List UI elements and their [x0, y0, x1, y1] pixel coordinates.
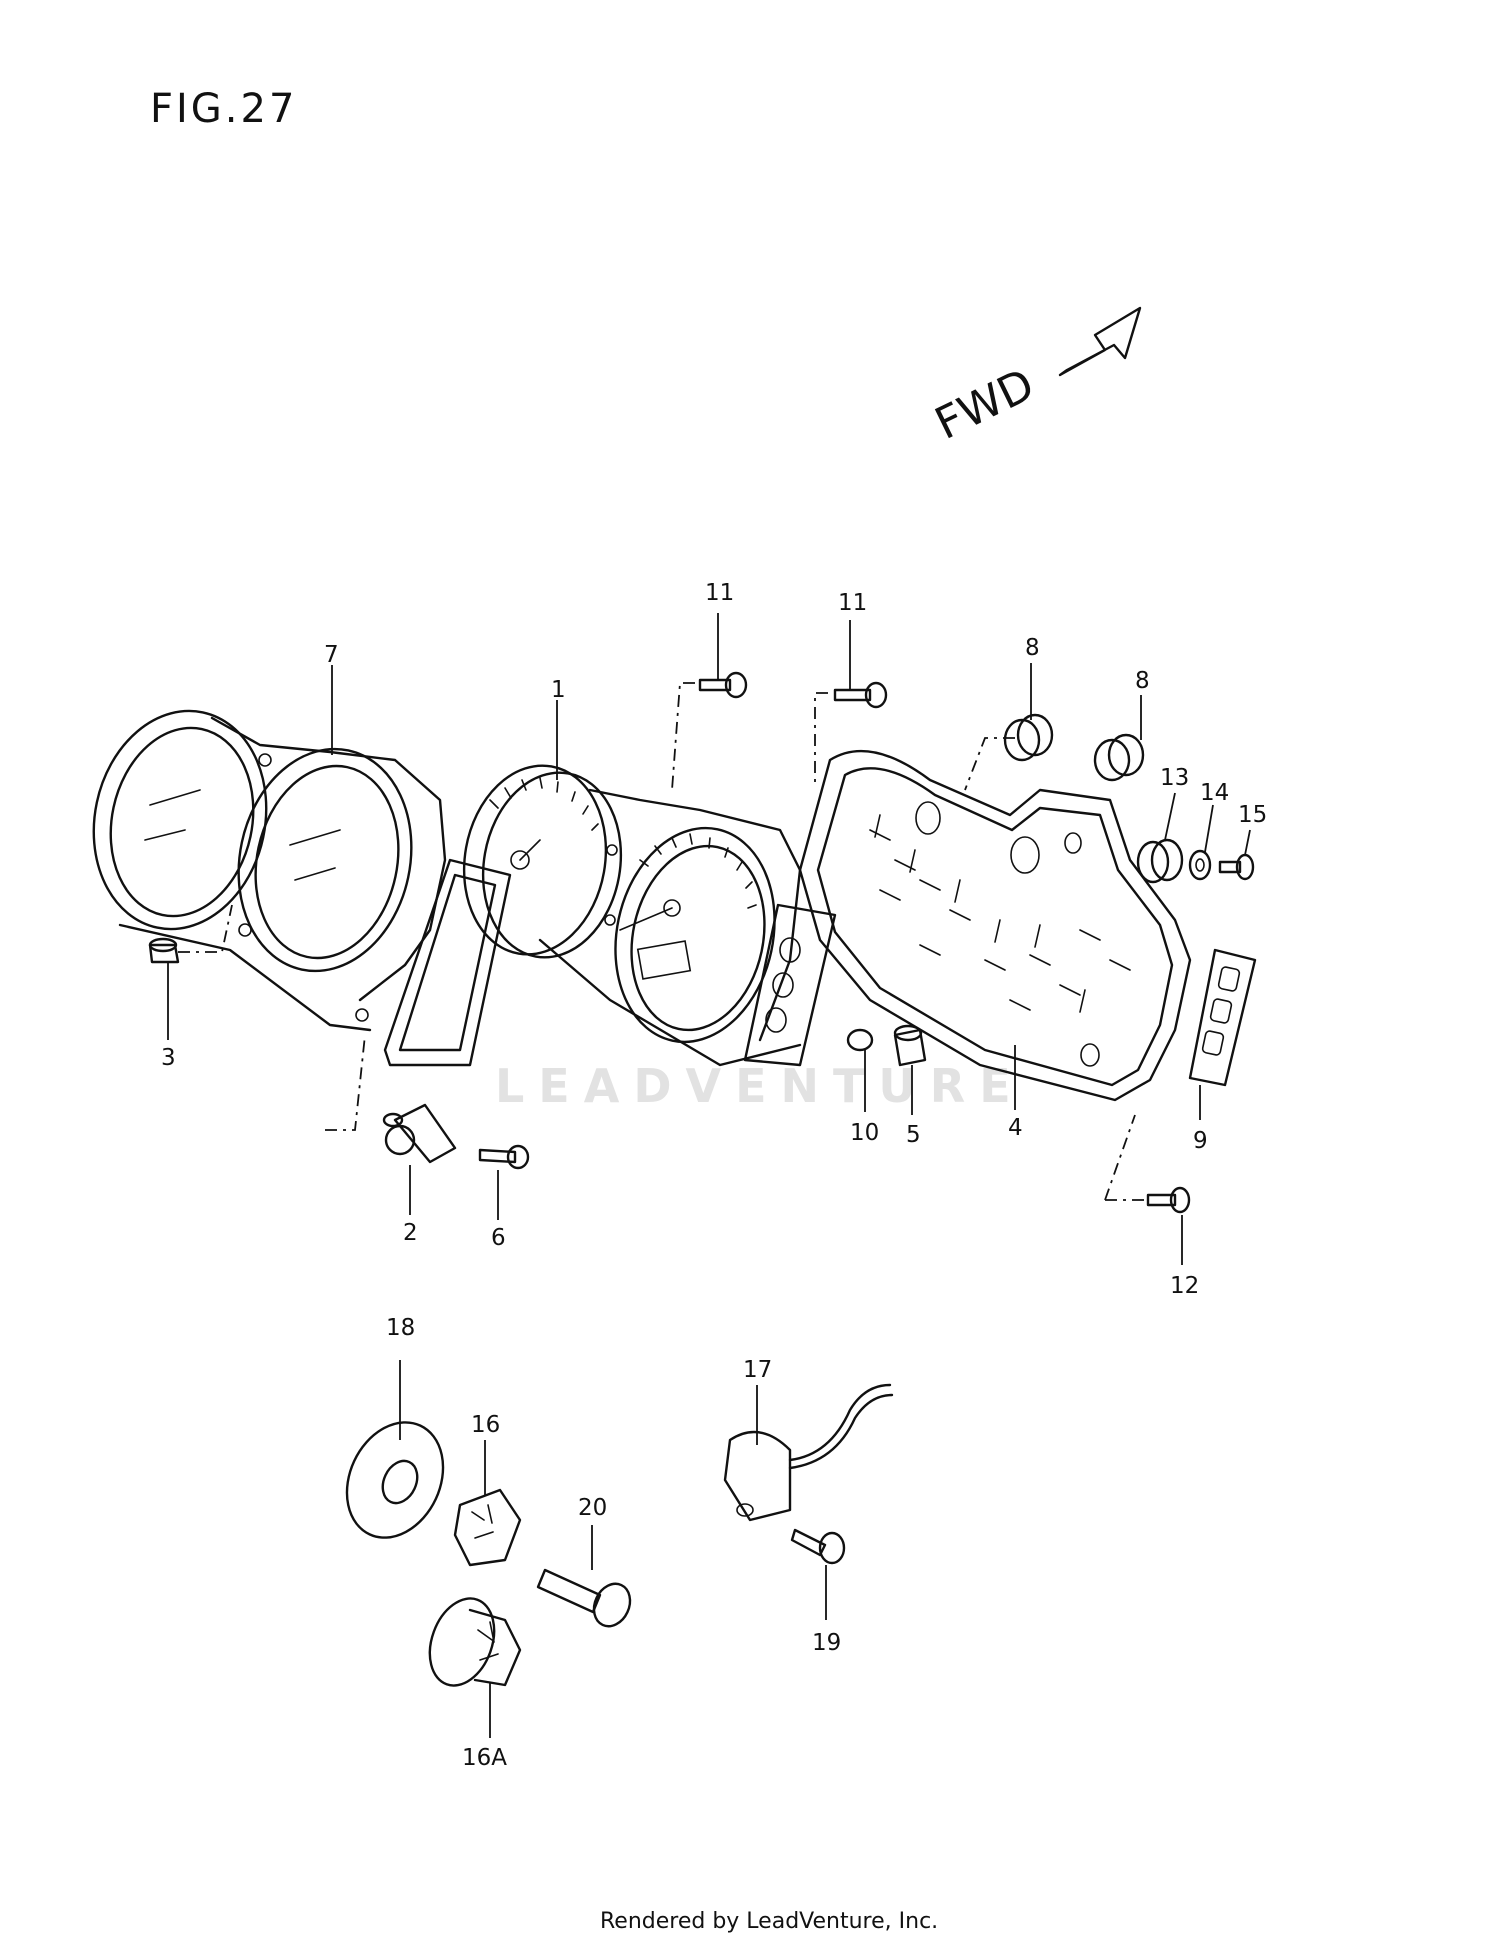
- figure-title: FIG.27: [150, 86, 297, 132]
- callout-11-right: 11: [838, 590, 867, 616]
- callout-2: 2: [403, 1220, 418, 1246]
- callout-19: 19: [812, 1630, 841, 1656]
- part-20-bolt: [536, 1568, 632, 1628]
- callout-16: 16: [471, 1412, 500, 1438]
- callout-5: 7: [324, 642, 339, 668]
- part-18-washer: [345, 1421, 445, 1539]
- part-2-bulb-socket: [382, 1103, 457, 1164]
- part-7-screw: [478, 1144, 530, 1170]
- callout-14: 14: [1200, 780, 1229, 806]
- part-11-screw-right: [833, 681, 888, 709]
- callout-18: 18: [386, 1315, 415, 1341]
- callout-9: 9: [1193, 1128, 1208, 1154]
- part-14-washer: [1188, 849, 1212, 881]
- footer-credit: Rendered by LeadVenture, Inc.: [600, 1909, 938, 1934]
- callout-6: 5: [906, 1122, 921, 1148]
- part-4-meter-case: [798, 749, 1257, 1102]
- callout-20: 20: [578, 1495, 607, 1521]
- callout-16A: 16A: [462, 1745, 507, 1771]
- callout-7: 6: [491, 1225, 506, 1251]
- part-12-screw: [1146, 1186, 1191, 1214]
- callout-1: 1: [551, 677, 566, 703]
- callout-11-left: 11: [705, 580, 734, 606]
- part-17-sensor: [723, 1383, 894, 1522]
- leader-lines: [167, 613, 1251, 1738]
- part-10-bulb: [846, 1028, 874, 1052]
- part-16-damper: [453, 1488, 522, 1567]
- fwd-arrow-icon: [1058, 306, 1142, 377]
- callout-17: 17: [743, 1357, 772, 1383]
- fwd-label: FWD: [927, 359, 1042, 450]
- callout-12: 12: [1170, 1273, 1199, 1299]
- part-5-meter-cover: [92, 709, 512, 1067]
- part-11-screw-left: [698, 671, 748, 699]
- callout-13: 13: [1160, 765, 1189, 791]
- part-6-socket: [893, 1024, 927, 1067]
- watermark: LEADVENTURE: [495, 1059, 1025, 1113]
- part-19-screw: [790, 1528, 846, 1565]
- part-8-grommet-right: [1093, 733, 1145, 782]
- callout-8-right: 8: [1135, 668, 1150, 694]
- callout-3: 3: [161, 1045, 176, 1071]
- callout-15: 15: [1238, 802, 1267, 828]
- part-16A-damper: [428, 1597, 522, 1687]
- part-3-grommet: [148, 937, 180, 964]
- callout-10: 10: [850, 1120, 879, 1146]
- part-15-screw: [1218, 853, 1255, 881]
- callout-4: 4: [1008, 1115, 1023, 1141]
- part-1-meter-assembly: [462, 764, 837, 1067]
- forward-direction-indicator: FWD: [927, 306, 1142, 450]
- callout-8-left: 8: [1025, 635, 1040, 661]
- part-8-grommet-left: [1003, 713, 1054, 762]
- callout-labels: 7 1 11 11 8 8 13 14 15 3 2 6 10 5 4 9 12…: [161, 580, 1267, 1771]
- part-13-cushion: [1136, 838, 1184, 884]
